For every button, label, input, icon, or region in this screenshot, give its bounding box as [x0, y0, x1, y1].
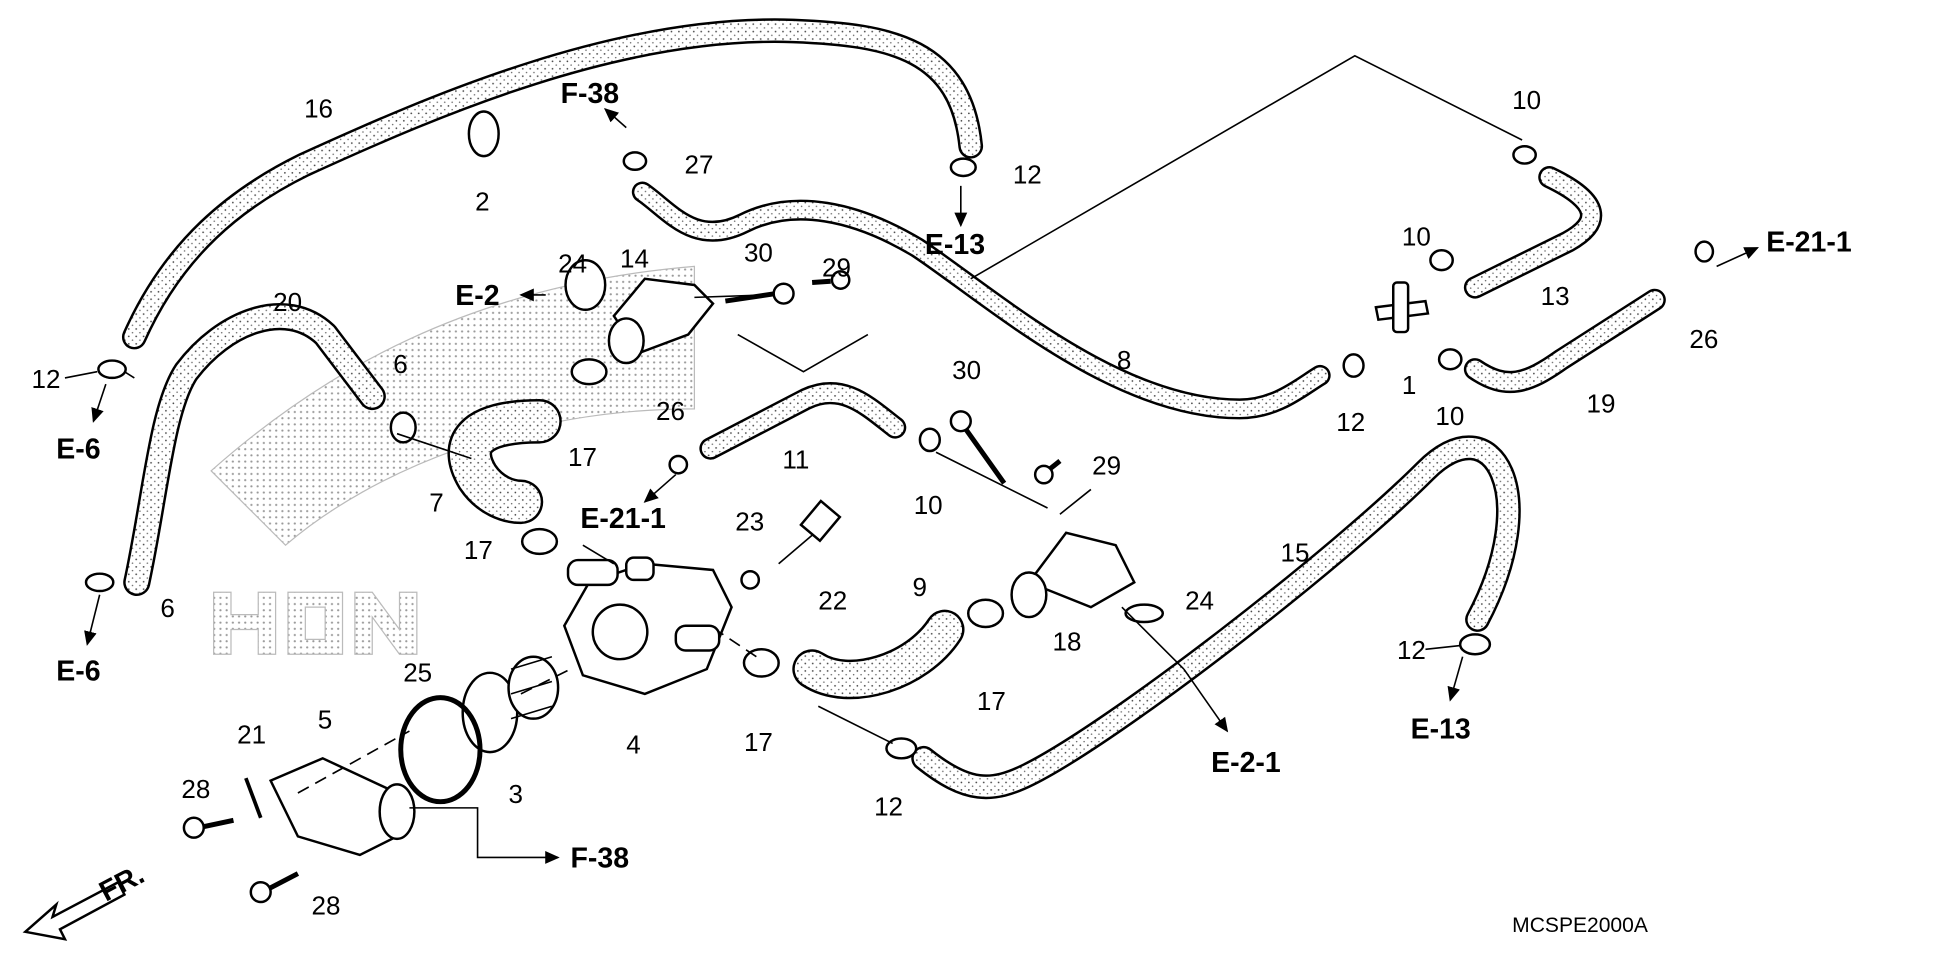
- callout-6: 6: [160, 593, 174, 623]
- callout-26: 26: [1689, 324, 1718, 354]
- callout-21: 21: [237, 719, 266, 749]
- ref-e-2-1: E-2-1: [1211, 747, 1281, 779]
- thermostat-housing-4: [562, 556, 733, 696]
- front-direction-arrow: FR.: [22, 858, 150, 941]
- callout-29: 29: [1092, 451, 1121, 481]
- callout-7: 7: [429, 488, 443, 518]
- water-outlet-14: [607, 277, 715, 365]
- callout-12: 12: [1336, 407, 1365, 437]
- joint-18: [1010, 531, 1136, 619]
- hose-20: [123, 303, 386, 596]
- callout-28: 28: [312, 890, 341, 920]
- diagram-code: MCSPE2000A: [1512, 914, 1648, 937]
- callout-20: 20: [273, 287, 302, 317]
- callout-13: 13: [1541, 281, 1570, 311]
- bolts: [182, 270, 1062, 904]
- hose-16: [121, 18, 984, 350]
- ref-f-38: F-38: [570, 842, 629, 874]
- callout-10: 10: [1435, 401, 1464, 431]
- callout-11: 11: [782, 444, 809, 474]
- callout-22: 22: [818, 586, 847, 616]
- ref-e-6: E-6: [56, 433, 100, 465]
- callout-17: 17: [464, 535, 493, 565]
- hose-19: [1463, 288, 1666, 394]
- o-ring-25: [398, 695, 483, 805]
- callout-4: 4: [626, 729, 640, 759]
- callout-25: 25: [403, 657, 432, 687]
- callout-23: 23: [735, 506, 764, 536]
- callout-12: 12: [31, 364, 60, 394]
- ref-f-38: F-38: [561, 78, 620, 110]
- hose-13: [1463, 166, 1603, 299]
- callout-15: 15: [1280, 537, 1309, 567]
- ref-e-21-1: E-21-1: [1766, 227, 1852, 259]
- thermostat-cover-5: [268, 756, 416, 857]
- callout-18: 18: [1052, 627, 1081, 657]
- callout-17: 17: [744, 727, 773, 757]
- callout-2: 2: [475, 187, 489, 217]
- callout-8: 8: [1117, 345, 1131, 375]
- callout-14: 14: [620, 244, 649, 274]
- callout-17: 17: [568, 442, 597, 472]
- callout-10: 10: [1512, 85, 1541, 115]
- callout-1: 1: [1402, 370, 1416, 400]
- callout-24: 24: [1185, 586, 1214, 616]
- reference-codes: F-38 E-13 E-21-1 E-2 E-6 E-21-1 E-6 E-2-…: [56, 78, 1852, 875]
- callout-12: 12: [874, 791, 903, 821]
- callout-30: 30: [952, 355, 981, 385]
- clamps: [84, 110, 1715, 760]
- hose-7: [447, 398, 562, 525]
- callout-12: 12: [1013, 159, 1042, 189]
- callout-27: 27: [684, 149, 713, 179]
- callout-29: 29: [822, 252, 851, 282]
- callout-16: 16: [304, 94, 333, 124]
- hose-8: [631, 181, 1331, 420]
- hose-11: [699, 382, 907, 460]
- callout-12: 12: [1397, 635, 1426, 665]
- callout-28: 28: [181, 774, 210, 804]
- callout-9: 9: [912, 572, 926, 602]
- callout-10: 10: [1402, 221, 1431, 251]
- callout-26: 26: [656, 396, 685, 426]
- ref-e-13: E-13: [1411, 713, 1471, 745]
- callout-17: 17: [977, 686, 1006, 716]
- leader-lines: [297, 54, 1523, 794]
- honda-watermark: [210, 265, 696, 655]
- callout-19: 19: [1587, 389, 1616, 419]
- ref-e-21-1: E-21-1: [580, 503, 666, 535]
- callout-24: 24: [558, 249, 587, 279]
- callout-6: 6: [393, 349, 407, 379]
- ref-e-2: E-2: [455, 280, 499, 312]
- hose-15: [911, 435, 1521, 800]
- callout-10: 10: [914, 490, 943, 520]
- sensor-22: [778, 499, 842, 565]
- ref-e-6: E-6: [56, 655, 100, 687]
- ref-e-13: E-13: [925, 229, 985, 261]
- hose-9: [792, 609, 965, 700]
- callout-numbers: 16 2 27 12 10 24 14 30 29 20 6 12 17 26 …: [31, 85, 1718, 920]
- callout-5: 5: [318, 705, 332, 735]
- ref-arrows: [64, 107, 1759, 864]
- callout-3: 3: [509, 779, 523, 809]
- callout-30: 30: [744, 237, 773, 267]
- three-way-joint-1: [1374, 281, 1430, 334]
